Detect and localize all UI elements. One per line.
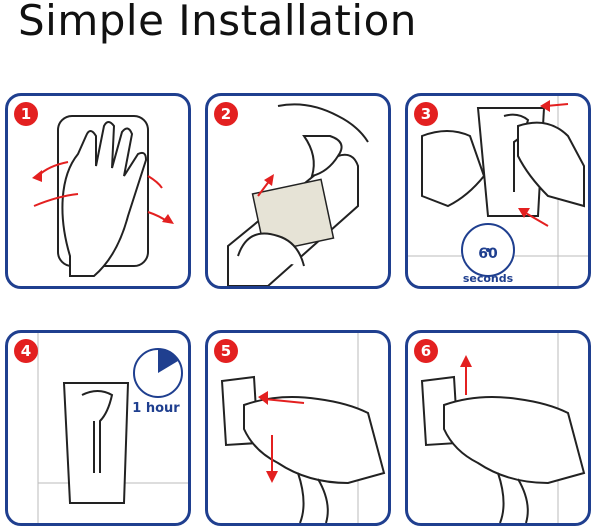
timer-hour-label: 1 hour: [132, 401, 180, 416]
step-3-panel: 3 60 seconds: [405, 93, 591, 289]
step-number-badge: 6: [414, 339, 438, 363]
wiping-hand-illustration: [32, 115, 174, 277]
step-number-badge: 4: [14, 339, 38, 363]
step-6-panel: 6: [405, 330, 591, 526]
step-5-panel: 5: [205, 330, 391, 526]
step-2-panel: 2: [205, 93, 391, 289]
page-title: Simple Installation: [18, 0, 417, 45]
step-number-badge: 2: [214, 102, 238, 126]
timer-seconds-value: 60: [478, 246, 498, 262]
timer-seconds-unit: seconds: [462, 272, 514, 285]
peeling-backing-illustration: [227, 103, 369, 286]
step-number-badge: 1: [14, 102, 38, 126]
hanging-towel-illustration: [220, 333, 386, 523]
step-number-badge: 5: [214, 339, 238, 363]
step-1-panel: 1: [5, 93, 191, 289]
step-4-panel: 4 1 hour: [5, 330, 191, 526]
removing-towel-illustration: [420, 333, 586, 523]
pressing-hook-illustration: [408, 96, 588, 286]
mounted-hook-illustration: [37, 333, 188, 523]
step-number-badge: 3: [414, 102, 438, 126]
